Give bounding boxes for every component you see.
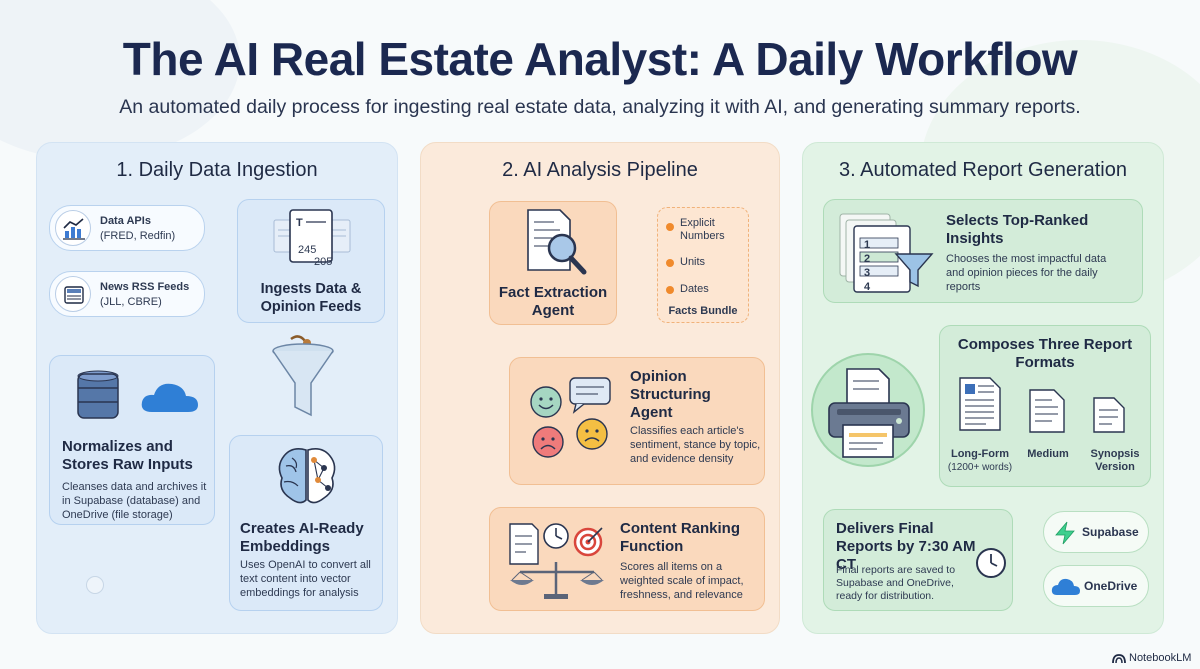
cloud-icon [138, 378, 202, 418]
onedrive-icon [1050, 576, 1082, 598]
composes-title: Composes Three Report Formats [957, 336, 1133, 371]
supabase-badge: Supabase [1043, 511, 1149, 553]
ranking-card: Content Ranking Function Scores all item… [489, 507, 765, 611]
news-feeds-title: News RSS Feeds [100, 281, 190, 293]
bullet-icon [666, 286, 674, 294]
onedrive-badge: OneDrive [1043, 565, 1149, 607]
report-title: 3. Automated Report Generation [839, 159, 1127, 181]
embeddings-title: Creates AI-Ready Embeddings [240, 520, 364, 555]
delivers-card: Delivers Final Reports by 7:30 AM CT Fin… [823, 509, 1013, 611]
fact-extraction-title: Fact Extraction Agent [498, 284, 608, 319]
news-feeds-pill: News RSS Feeds (JLL, CBRE) [49, 271, 205, 317]
format-medium: Medium [1027, 448, 1069, 460]
rank-1: 1 [864, 239, 871, 251]
database-icon [72, 368, 124, 424]
brain-icon [274, 444, 340, 508]
facts-bundle-label: Facts Bundle [668, 305, 738, 317]
page-subtitle: An automated daily process for ingesting… [119, 96, 1081, 118]
clock-icon [974, 546, 1008, 580]
funnel-icon [269, 331, 339, 421]
page-title: The AI Real Estate Analyst: A Daily Work… [122, 33, 1078, 85]
format-long-form: Long-Form [950, 448, 1010, 460]
delivers-title: Delivers Final Reports by 7:30 AM CT [836, 520, 976, 573]
bullet-icon [666, 223, 674, 231]
footer-brand: NotebookLM [1129, 652, 1192, 664]
ingest-card: T 245 205 Ingests Data & Opinion Feeds [237, 199, 385, 323]
magnifier-document-icon [524, 208, 594, 278]
doc-number-2: 205 [314, 256, 333, 268]
opinion-desc: Classifies each article's sentiment, sta… [630, 425, 761, 465]
chart-icon [55, 210, 91, 246]
news-feeds-detail: (JLL, CBRE) [100, 296, 162, 308]
documents-icon: T [270, 208, 354, 270]
embeddings-desc: Uses OpenAI to convert all text content … [240, 559, 371, 599]
doc-number-1: 245 [298, 244, 317, 256]
opinion-title: Opinion Structuring Agent [630, 368, 711, 421]
notebooklm-logo-icon [1112, 652, 1126, 664]
ranked-list-funnel-icon [838, 210, 934, 294]
data-apis-detail: (FRED, Redfin) [100, 230, 176, 242]
facts-bundle: Explicit Numbers Units Dates Facts Bundl… [657, 207, 749, 323]
composes-card: Composes Three Report Formats Long [939, 325, 1151, 487]
ingestion-panel: 1. Daily Data Ingestion Data APIs (FRED,… [36, 142, 398, 634]
selects-card: 1 2 3 4 Selects Top-Ranked Insights Choo… [823, 199, 1143, 303]
facts-item-2: Units [680, 256, 706, 268]
normalize-card: Normalizes and Stores Raw Inputs Cleanse… [49, 355, 215, 525]
scale-target-icon [504, 518, 610, 602]
facts-item-1: Explicit Numbers [680, 217, 725, 242]
data-apis-title: Data APIs [100, 215, 151, 227]
svg-text:T: T [296, 217, 303, 229]
ingestion-title: 1. Daily Data Ingestion [116, 159, 318, 181]
facts-item-3: Dates [680, 283, 709, 295]
normalize-desc: Cleanses data and archives it in Supabas… [62, 481, 207, 521]
format-synopsis: Synopsis Version [1090, 448, 1140, 473]
rank-2: 2 [864, 253, 871, 265]
supabase-icon [1054, 521, 1076, 545]
onedrive-label: OneDrive [1084, 579, 1138, 593]
rank-4: 4 [864, 281, 871, 293]
long-form-doc-icon [958, 376, 1002, 432]
ingest-title: Ingests Data & Opinion Feeds [260, 281, 362, 315]
bullet-icon [666, 259, 674, 267]
synopsis-doc-icon [1092, 396, 1126, 434]
data-apis-pill: Data APIs (FRED, Redfin) [49, 205, 205, 251]
supabase-label: Supabase [1082, 525, 1139, 539]
medium-doc-icon [1028, 388, 1066, 434]
decorative-circle [86, 576, 104, 594]
fact-extraction-card: Fact Extraction Agent [489, 201, 617, 325]
format-long-form-detail: (1200+ words) [947, 462, 1013, 473]
ranking-desc: Scores all items on a weighted scale of … [620, 561, 744, 601]
newspaper-icon [55, 276, 91, 312]
printer-icon [811, 353, 925, 467]
report-panel: 3. Automated Report Generation 1 2 3 4 S… [802, 142, 1164, 634]
rank-3: 3 [864, 267, 871, 279]
selects-desc: Chooses the most impactful data and opin… [946, 253, 1107, 293]
normalize-title: Normalizes and Stores Raw Inputs [62, 438, 193, 473]
opinion-card: Opinion Structuring Agent Classifies eac… [509, 357, 765, 485]
selects-title: Selects Top-Ranked Insights [946, 212, 1089, 247]
analysis-title: 2. AI Analysis Pipeline [502, 159, 698, 181]
ranking-title: Content Ranking Function [620, 520, 740, 555]
sentiment-faces-icon [524, 372, 620, 468]
analysis-panel: 2. AI Analysis Pipeline Fact Extraction … [420, 142, 780, 634]
embeddings-card: Creates AI-Ready Embeddings Uses OpenAI … [229, 435, 383, 611]
delivers-desc: Final reports are saved to Supabase and … [836, 564, 956, 602]
